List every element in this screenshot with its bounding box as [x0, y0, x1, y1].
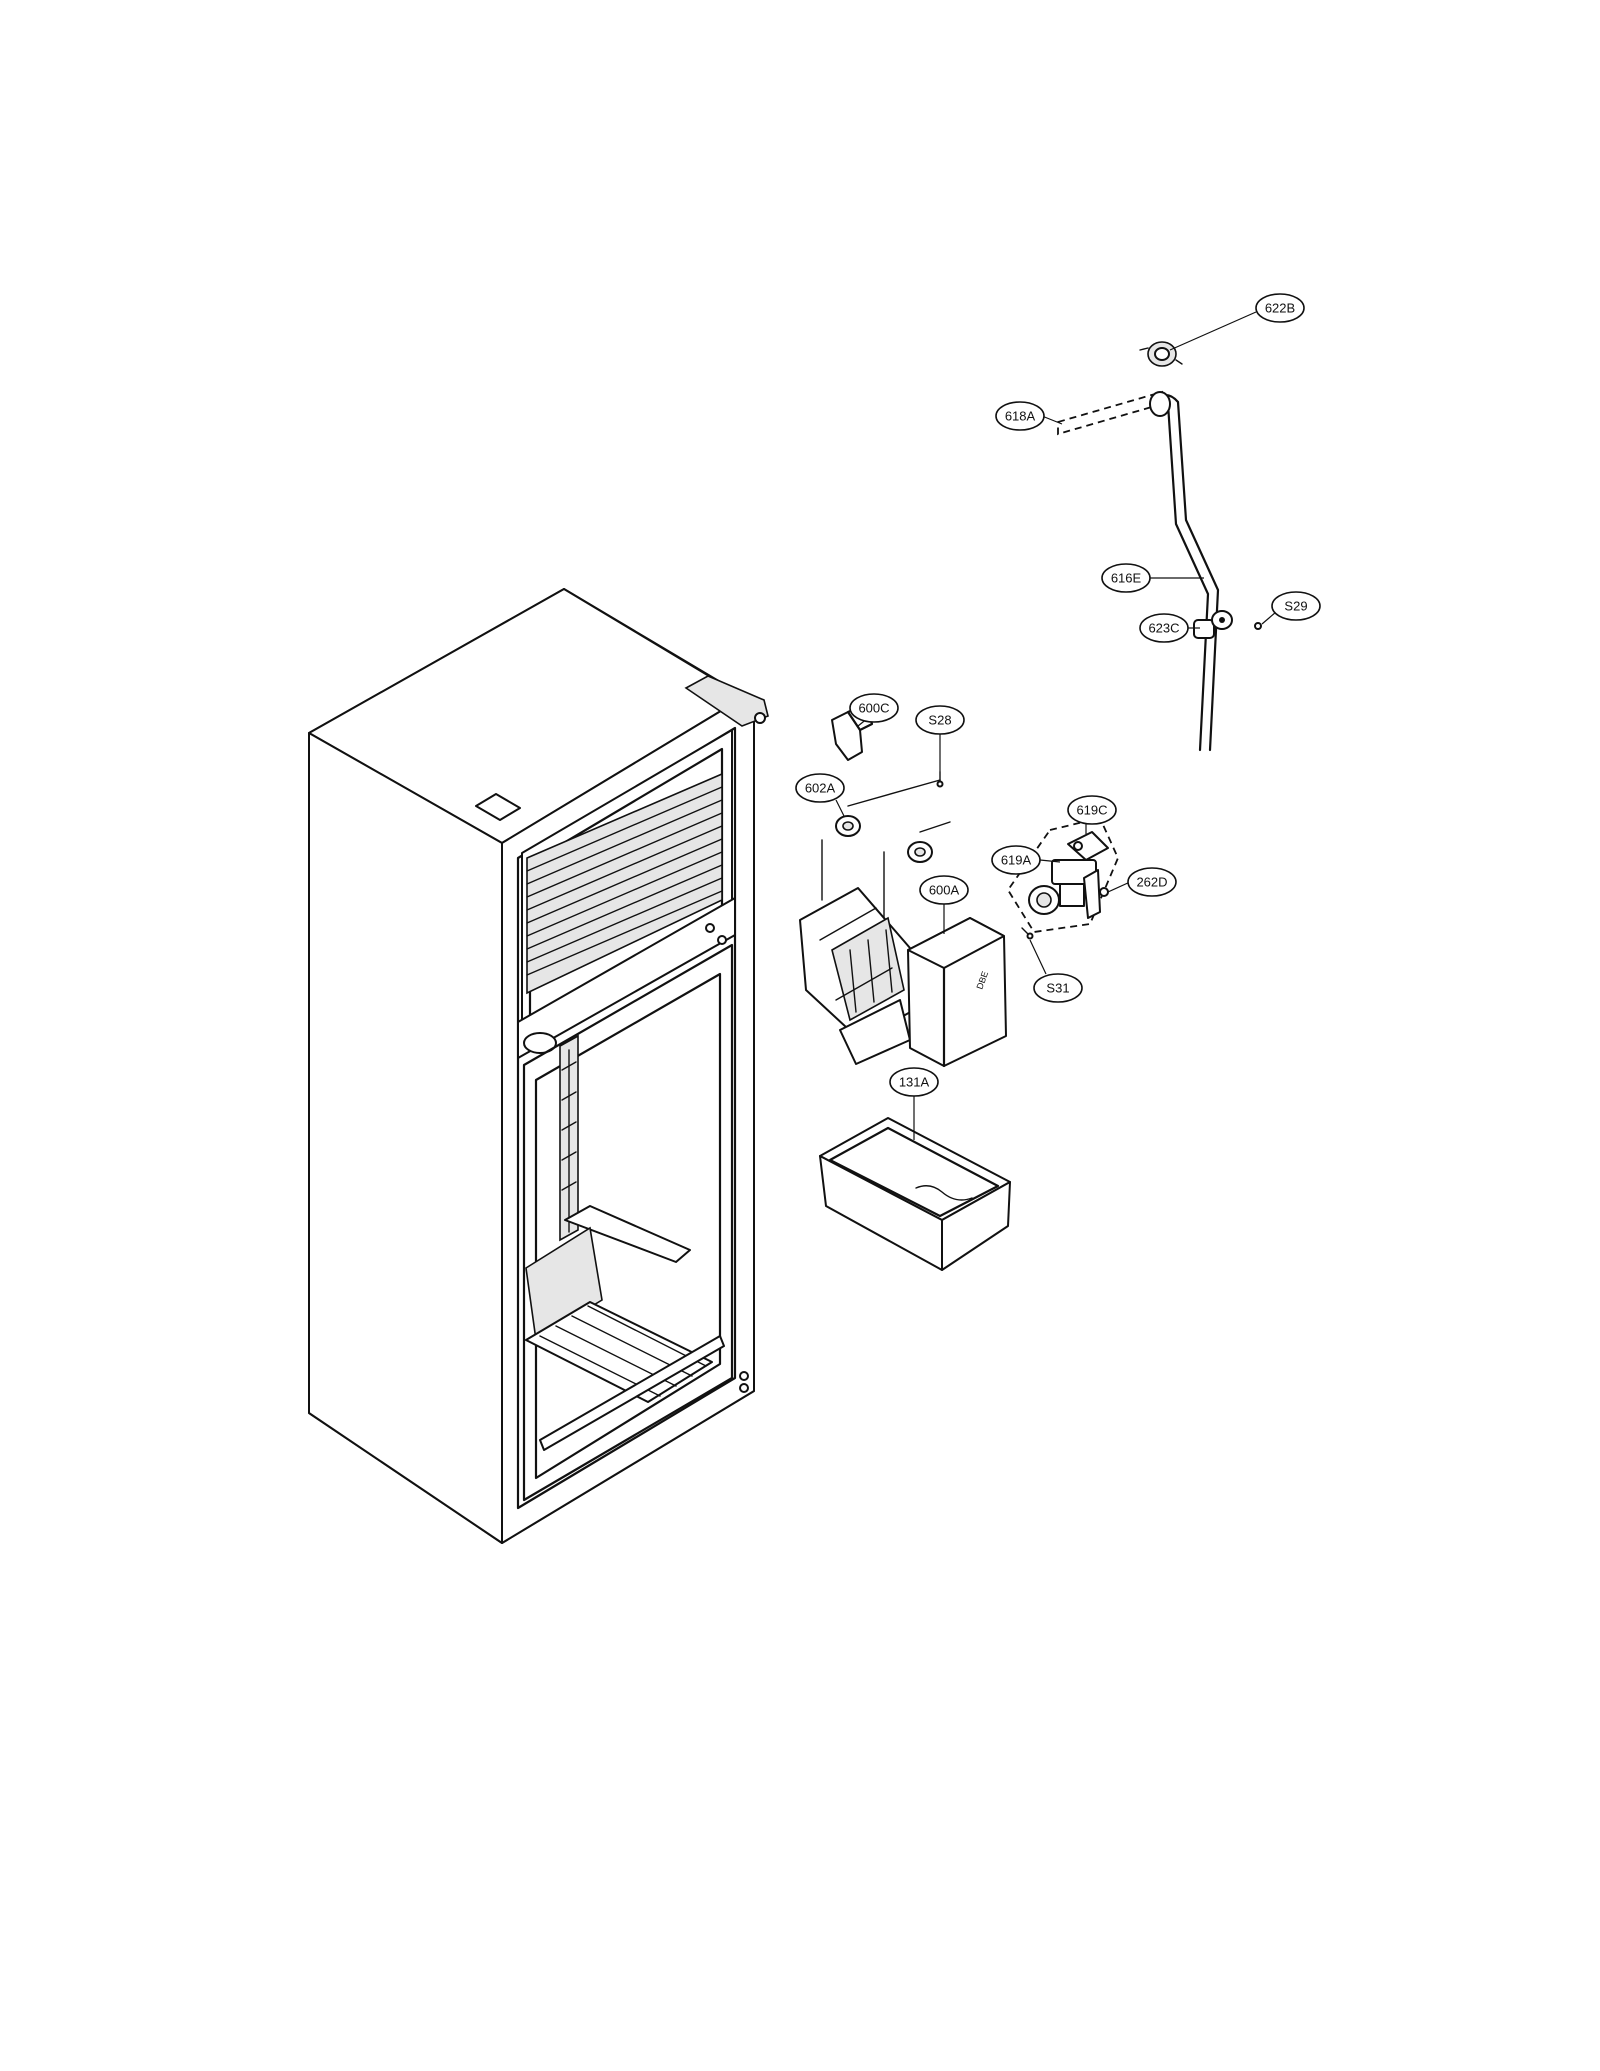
- clamp-623C: [1193, 610, 1233, 639]
- svg-text:S29: S29: [1284, 599, 1307, 614]
- callout-S28: S28: [915, 705, 965, 735]
- svg-text:S28: S28: [928, 713, 951, 728]
- svg-text:616E: 616E: [1111, 571, 1142, 586]
- clip-262D: [1099, 887, 1109, 897]
- callout-600C: 600C: [849, 693, 899, 723]
- callout-600A: 600A: [919, 875, 969, 905]
- svg-text:602A: 602A: [805, 781, 836, 796]
- svg-text:618A: 618A: [1005, 409, 1036, 424]
- callout-602A: 602A: [795, 773, 845, 803]
- grommet-602A-left: [835, 815, 861, 837]
- freezer-rear-grill: [526, 772, 723, 995]
- screw-S29: [1254, 622, 1262, 630]
- bottom-shelf: [525, 1301, 725, 1451]
- svg-text:131A: 131A: [899, 1075, 930, 1090]
- svg-text:S31: S31: [1046, 981, 1069, 996]
- callout-S31: S31: [1033, 973, 1083, 1003]
- svg-text:622B: 622B: [1265, 301, 1295, 316]
- callout-619C: 619C: [1067, 795, 1117, 825]
- bracket-600C: [831, 711, 863, 761]
- callout-622B: 622B: [1255, 293, 1305, 323]
- callout-131A: 131A: [889, 1067, 939, 1097]
- cap-622B: [1139, 341, 1183, 367]
- ice-maker-600A: DBE: [799, 887, 1007, 1068]
- refrigerator-cabinet: [308, 588, 769, 1544]
- leader-lines: [835, 311, 1277, 1140]
- callout-623C: 623C: [1139, 613, 1189, 643]
- svg-text:619C: 619C: [1076, 803, 1107, 818]
- svg-text:600A: 600A: [929, 883, 960, 898]
- svg-text:600C: 600C: [858, 701, 889, 716]
- callout-S29: S29: [1271, 591, 1321, 621]
- grommet-602A-right: [907, 841, 933, 863]
- svg-text:262D: 262D: [1136, 875, 1167, 890]
- water-valve-619C: [1006, 816, 1119, 933]
- top-vent-plate: [475, 793, 521, 821]
- ice-maker-assembly: DBE: [799, 702, 1119, 1271]
- top-hinge: [684, 675, 769, 727]
- water-tube-assembly: [1057, 341, 1262, 752]
- callout-619A: 619A: [991, 845, 1041, 875]
- screw-S31: [1026, 932, 1034, 940]
- divider-button: [523, 1032, 557, 1054]
- callout-616E: 616E: [1101, 563, 1151, 593]
- svg-text:619A: 619A: [1001, 853, 1032, 868]
- callout-618A: 618A: [995, 401, 1045, 431]
- callout-262D: 262D: [1127, 867, 1177, 897]
- screw-S28: [936, 780, 944, 788]
- ice-bin-131A: [819, 1117, 1011, 1271]
- svg-text:623C: 623C: [1148, 621, 1179, 636]
